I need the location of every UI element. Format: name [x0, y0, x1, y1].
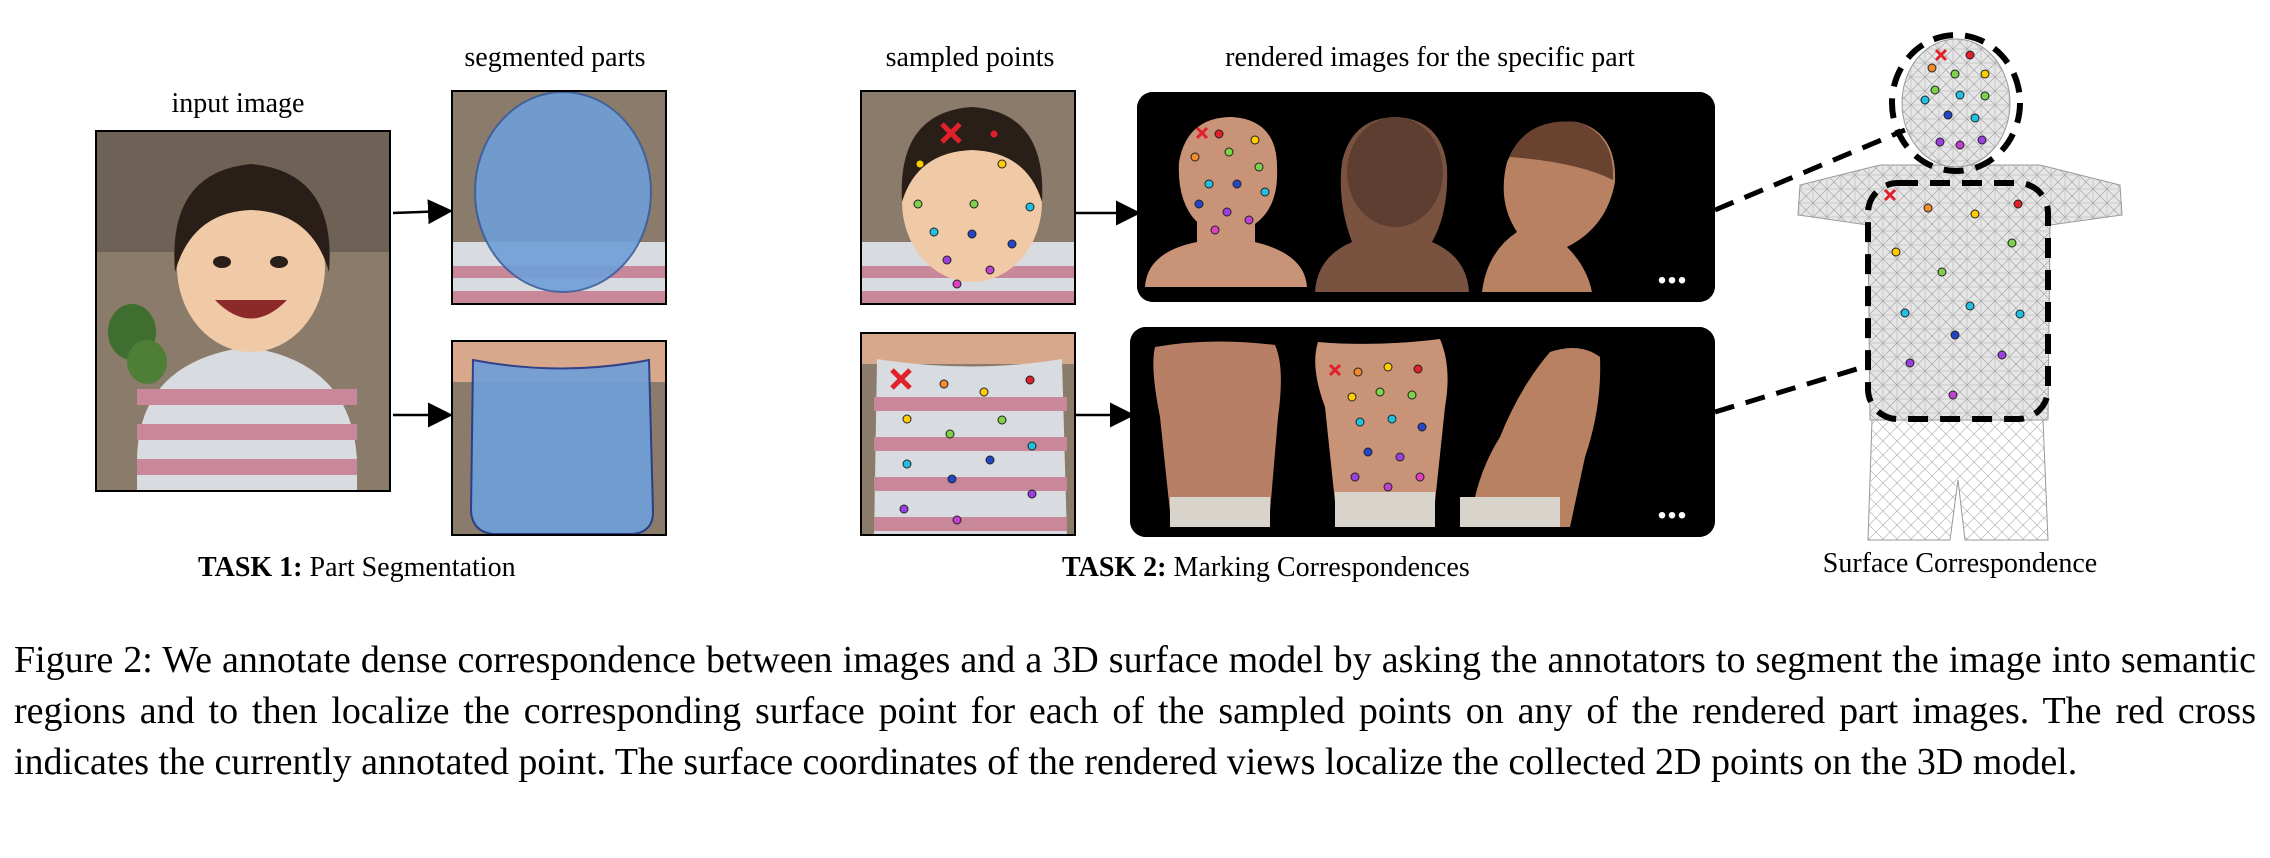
figure-caption: Figure 2: We annotate dense corresponden…: [14, 639, 2256, 783]
sampled-points-face-art: [862, 92, 1074, 303]
segmented-face-image: [451, 90, 667, 305]
task2-label: TASK 2: Marking Correspondences: [1062, 552, 1470, 584]
task1-label: TASK 1: Part Segmentation: [198, 552, 516, 584]
label-surface-correspondence: Surface Correspondence: [1822, 548, 2098, 579]
rendered-head-art: [1137, 92, 1715, 302]
surface-legs: [1867, 419, 2049, 541]
label-segmented-parts: segmented parts: [464, 42, 646, 73]
task1-bold: TASK 1:: [198, 552, 303, 583]
segmented-torso-art: [453, 342, 665, 534]
task1-text: Part Segmentation: [302, 552, 516, 583]
rendered-torso-panel: ...: [1130, 327, 1715, 537]
torso-dashed-outline: [1865, 180, 2051, 422]
task2-bold: TASK 2:: [1062, 552, 1167, 583]
task2-text: Marking Correspondences: [1166, 552, 1470, 583]
red-cross-marker-torso: [890, 368, 912, 390]
label-sampled-points: sampled points: [885, 42, 1055, 73]
label-input-image: input image: [171, 88, 305, 119]
rendered-torso-art: [1130, 327, 1715, 537]
input-image-art: [97, 132, 389, 490]
surface-torso-points: [1891, 199, 2025, 400]
red-cross-marker: [940, 122, 962, 144]
input-image: [95, 130, 391, 492]
dashed-connector-head: [1714, 127, 1906, 213]
surface-head: [1901, 38, 2011, 168]
arrow-to-face-seg: [392, 199, 453, 225]
segmented-face-art: [453, 92, 665, 303]
surface-torso: [1797, 164, 2123, 421]
sampled-points-torso-image: [860, 332, 1076, 536]
sampled-points-face-image: [860, 90, 1076, 305]
sampled-points-torso-art: [862, 334, 1074, 534]
segmented-torso-image: [451, 340, 667, 536]
head-dashed-outline: [1889, 32, 2023, 174]
dashed-connector-torso: [1714, 362, 1871, 415]
label-rendered-images: rendered images for the specific part: [1225, 42, 1635, 73]
rendered-head-panel: ...: [1137, 92, 1715, 302]
surface-head-points: [1920, 50, 1990, 150]
